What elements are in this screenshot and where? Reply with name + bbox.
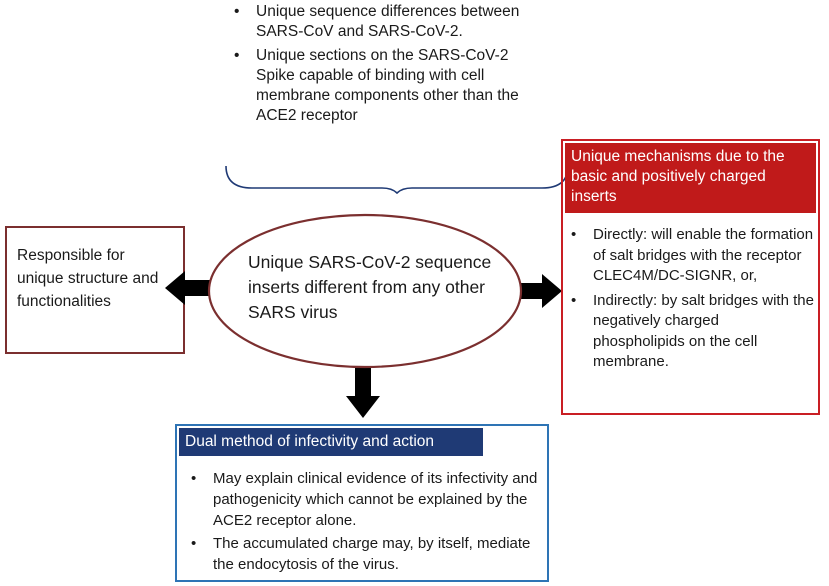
top-bullet-list: Unique sequence differences between SARS… (228, 2, 528, 130)
curly-brace (225, 165, 569, 194)
bottom-box-header: Dual method of infectivity and action (179, 428, 483, 456)
left-box-text: Responsible for unique structure and fun… (17, 247, 159, 310)
center-ellipse (207, 213, 523, 369)
bottom-bullet-item: The accumulated charge may, by itself, m… (177, 533, 539, 575)
right-bullet-item: Indirectly: by salt bridges with the neg… (563, 291, 814, 373)
bottom-bullet-item: May explain clinical evidence of its inf… (177, 468, 539, 531)
top-bullet-item: Unique sections on the SARS-CoV-2 Spike … (228, 46, 528, 126)
left-arrow-icon (165, 271, 213, 305)
left-box: Responsible for unique structure and fun… (5, 226, 185, 354)
center-text: Unique SARS-CoV-2 sequence inserts diffe… (248, 252, 492, 322)
right-box-header: Unique mechanisms due to the basic and p… (565, 143, 816, 213)
right-arrow-icon (514, 274, 562, 308)
bottom-box: Dual method of infectivity and action Ma… (175, 424, 549, 582)
top-bullet-item: Unique sequence differences between SARS… (228, 2, 528, 42)
down-arrow-icon (346, 368, 380, 418)
right-box: Unique mechanisms due to the basic and p… (561, 139, 820, 415)
right-bullet-item: Directly: will enable the formation of s… (563, 225, 814, 287)
